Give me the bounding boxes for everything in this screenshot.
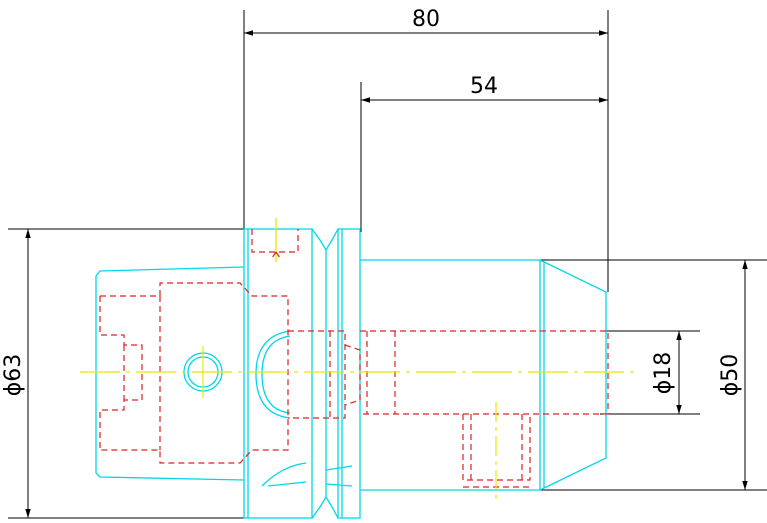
dim-text-phi50: ϕ50 (718, 354, 743, 397)
center-lines (80, 346, 640, 500)
dim-text-phi18: ϕ18 (651, 352, 676, 395)
hidden-lines (99, 229, 609, 488)
dim-text-phi63: ϕ63 (1, 354, 26, 397)
dimension-lines (8, 10, 767, 519)
dim-text-80: 80 (412, 7, 440, 32)
part-outline (95, 218, 607, 519)
dim-text-54: 54 (470, 74, 498, 99)
